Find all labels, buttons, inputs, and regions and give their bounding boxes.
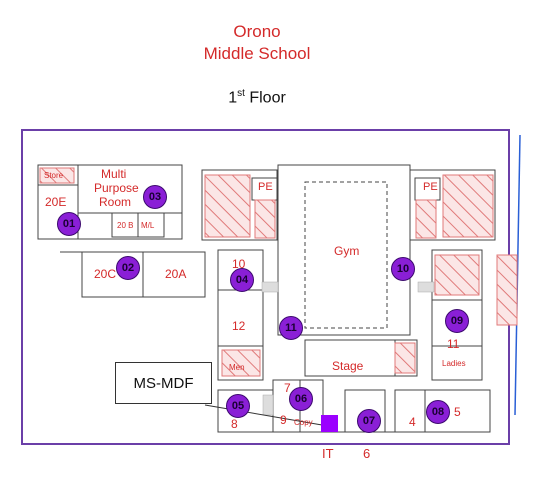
room-pe-left: PE: [258, 181, 273, 193]
room-store: Store: [44, 171, 64, 180]
marker-09[interactable]: 09: [445, 309, 469, 333]
room-20e: 20E: [45, 195, 67, 209]
marker-03[interactable]: 03: [143, 185, 167, 209]
floor-ordinal-suffix: st: [237, 88, 245, 99]
room-20c: 20C: [94, 267, 117, 281]
room-20a: 20A: [165, 267, 187, 281]
it-square: [321, 415, 338, 432]
room-copy: Copy: [294, 418, 313, 427]
room-12: 12: [232, 319, 246, 333]
marker-04[interactable]: 04: [230, 268, 254, 292]
room-11: 11: [447, 337, 460, 351]
marker-01[interactable]: 01: [57, 212, 81, 236]
room-men: Men: [229, 363, 245, 372]
room-9: 9: [280, 413, 287, 427]
room-8: 8: [231, 417, 238, 431]
room-5: 5: [454, 405, 461, 419]
marker-08[interactable]: 08: [426, 400, 450, 424]
room-4: 4: [409, 415, 416, 429]
marker-11[interactable]: 11: [279, 316, 303, 340]
room-20b: 20 B: [117, 221, 134, 230]
marker-05[interactable]: 05: [226, 394, 250, 418]
room-multi-purpose-2: Purpose: [94, 181, 139, 195]
school-name-line2: Middle School: [203, 44, 311, 63]
marker-07[interactable]: 07: [357, 409, 381, 433]
room-7: 7: [284, 381, 291, 395]
room-ml: M/L: [141, 221, 155, 230]
marker-06[interactable]: 06: [289, 387, 313, 411]
room-ladies: Ladies: [442, 359, 466, 368]
school-name-line1: Orono: [233, 22, 281, 41]
mdf-connector: [204, 404, 323, 426]
floor-title: 1st Floor: [0, 88, 514, 107]
marker-02[interactable]: 02: [116, 256, 140, 280]
room-6-label: 6: [363, 446, 371, 461]
it-label: IT: [322, 446, 334, 461]
room-multi-purpose-1: Multi: [101, 167, 127, 181]
room-multi-purpose-3: Room: [99, 195, 132, 209]
floor-number: 1: [228, 89, 238, 107]
room-10-left: 10: [232, 257, 246, 271]
floor-word: Floor: [249, 89, 286, 107]
ms-mdf-callout: MS-MDF: [115, 362, 212, 404]
room-stage: Stage: [332, 359, 364, 373]
room-pe-right: PE: [423, 181, 438, 193]
marker-10[interactable]: 10: [391, 257, 415, 281]
room-gym: Gym: [334, 244, 360, 258]
